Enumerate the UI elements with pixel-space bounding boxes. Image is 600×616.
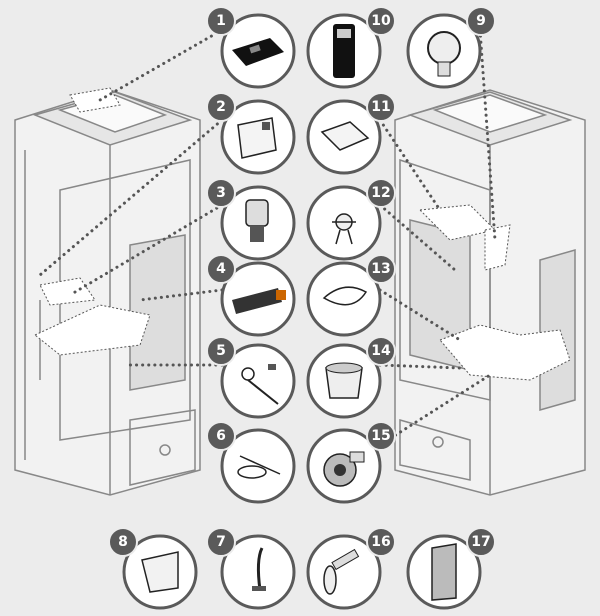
part-number-badge: 13	[366, 254, 396, 284]
gear-motor-icon	[245, 199, 269, 242]
part-number-badge: 5	[206, 336, 236, 366]
part-highlights	[34, 87, 571, 381]
stove-left	[14, 89, 201, 496]
part-number-badge: 1	[206, 6, 236, 36]
filter-panel-icon	[431, 543, 457, 601]
valve-icon	[323, 548, 360, 595]
thermostat-icon	[332, 213, 356, 245]
igniter-icon	[232, 288, 286, 314]
part-number-badge: 2	[206, 92, 236, 122]
sensor-cable-icon	[237, 455, 281, 479]
part-number-badge: 7	[206, 527, 236, 557]
part-number-badge: 6	[206, 421, 236, 451]
part-number-badge: 10	[366, 6, 396, 36]
part-number-badge: 12	[366, 178, 396, 208]
leader-lines	[38, 28, 497, 447]
temperature-probe-icon	[241, 364, 279, 405]
part-number-badge: 4	[206, 254, 236, 284]
part-number-badge: 16	[366, 527, 396, 557]
stove-right	[394, 89, 586, 496]
part-number-badge: 8	[108, 527, 138, 557]
circuit-board-icon	[237, 117, 277, 159]
pressure-switch-icon	[427, 31, 461, 77]
part-number-badge: 11	[366, 92, 396, 122]
exhaust-fan-icon	[323, 451, 365, 487]
remote-control-icon	[333, 24, 355, 78]
part-number-badge: 14	[366, 336, 396, 366]
part-number-badge: 3	[206, 178, 236, 208]
rod-icon	[252, 547, 266, 591]
plate-icon	[320, 121, 370, 151]
part-number-badge: 15	[366, 421, 396, 451]
part-number-badge: 17	[466, 527, 496, 557]
gasket-icon	[322, 286, 368, 306]
bracket-icon	[141, 551, 179, 593]
part-number-badge: 9	[466, 6, 496, 36]
control-panel-icon	[232, 38, 284, 66]
burn-pot-icon	[325, 362, 363, 399]
